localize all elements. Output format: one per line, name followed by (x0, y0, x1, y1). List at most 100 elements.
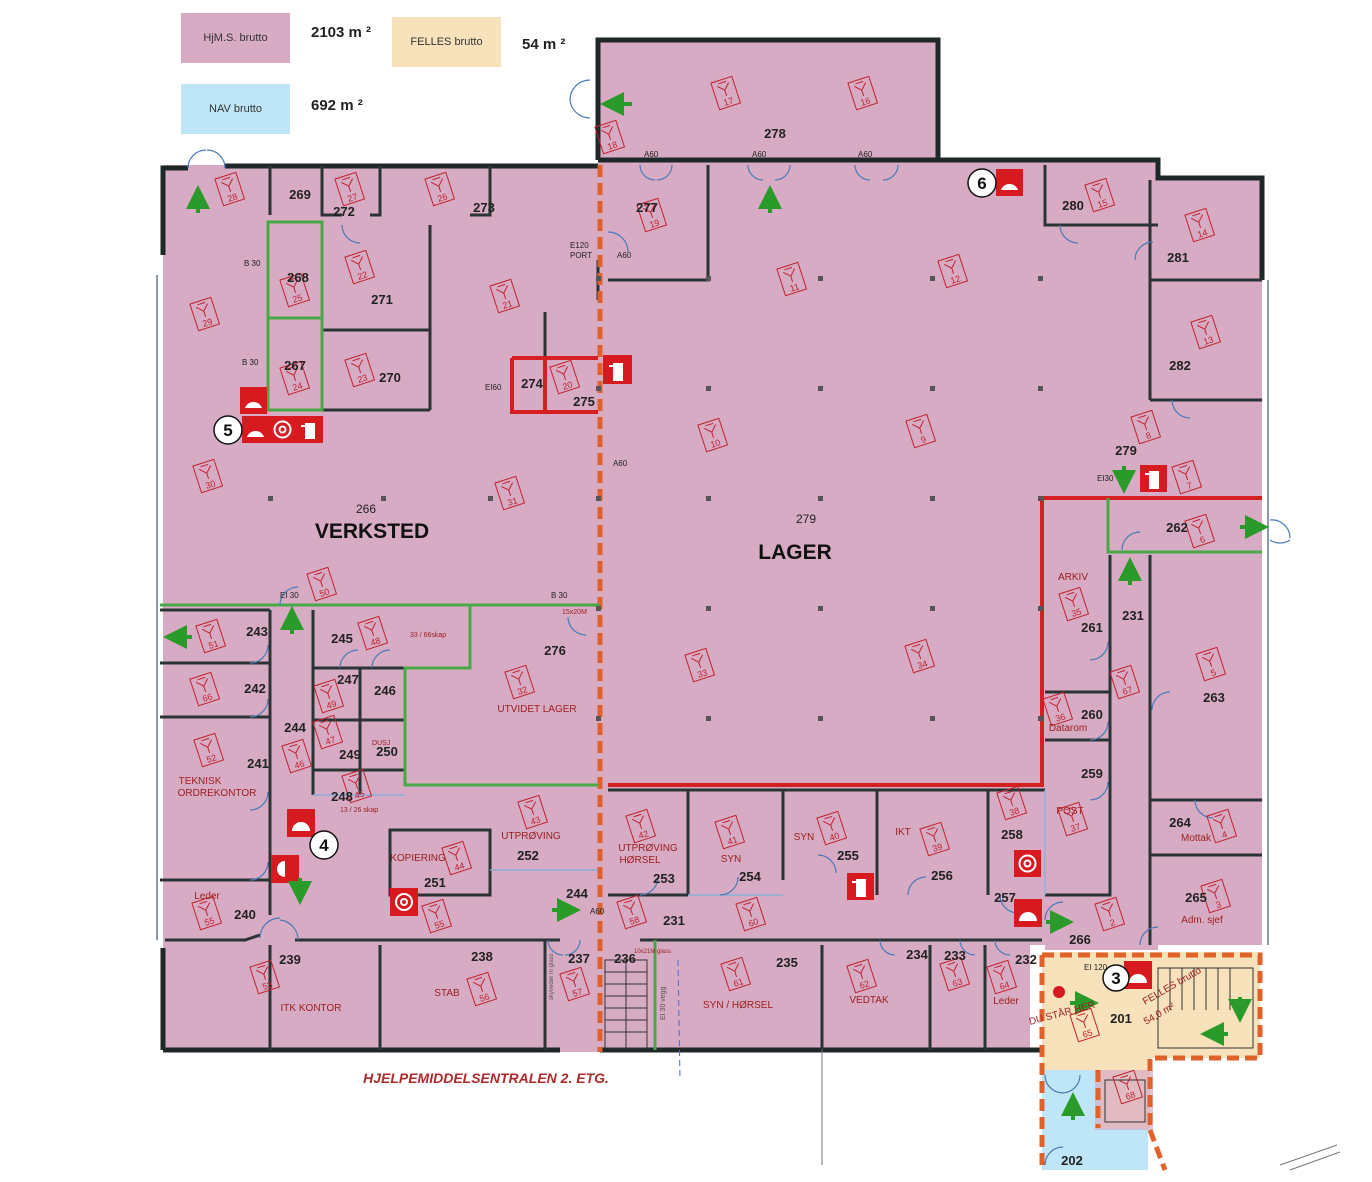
legend-nav-label: NAV brutto (209, 103, 262, 115)
room-label-arkiv: ARKIV (1058, 572, 1088, 583)
room-number: 267 (284, 358, 306, 373)
extinguisher-number: 60 (747, 916, 760, 929)
legend-felles-label: FELLES brutto (410, 36, 483, 48)
extinguisher-icon: 12 (937, 253, 969, 289)
extinguisher-number: 28 (226, 191, 239, 204)
room-label-itk: ITK KONTOR (281, 1003, 342, 1014)
extinguisher-icon: 44 (441, 840, 473, 876)
zone-marker-3 (1102, 964, 1130, 992)
room-label-utproving-horsel: HØRSEL (619, 855, 661, 866)
extinguisher-number: 21 (501, 298, 514, 311)
extinguisher-number: 12 (949, 273, 962, 286)
extinguisher-number: 50 (318, 586, 331, 599)
annotation: EI 120 (1084, 963, 1108, 972)
extinguisher-number: 44 (453, 860, 466, 873)
extinguisher-number: 14 (1196, 227, 1209, 240)
extinguisher-icon: 63 (939, 956, 971, 992)
annotation: 10x21M glass (634, 949, 671, 955)
structural-column (488, 496, 493, 501)
structural-column (1038, 386, 1043, 391)
extinguisher-number: 26 (436, 191, 449, 204)
room-number: 266 (1069, 932, 1091, 947)
structural-column (706, 496, 711, 501)
room-number: 255 (837, 848, 859, 863)
room-label-teknisk: ORDREKONTOR (178, 788, 257, 799)
room-number: 281 (1167, 250, 1189, 265)
extinguisher-number: 38 (1008, 805, 1021, 818)
extinguisher-number: 19 (648, 217, 661, 230)
room-number: 280 (1062, 198, 1084, 213)
zone-markers: 5 6 4 3 (213, 168, 1130, 992)
structural-column (268, 496, 273, 501)
extinguisher-icon: 17 (710, 75, 742, 111)
room-number: 235 (776, 955, 798, 970)
extinguisher-number: 47 (324, 734, 337, 747)
extinguisher-number: 5 (1210, 667, 1218, 678)
fire-wall-red (510, 356, 1262, 787)
doors (187, 79, 1291, 1166)
extinguisher-icon: 67 (1109, 664, 1141, 700)
extinguisher-icon: 14 (1184, 207, 1216, 243)
extinguisher-number: 52 (205, 752, 218, 765)
extinguisher-number: 20 (561, 379, 574, 392)
structural-column (596, 716, 601, 721)
extinguisher-icon: 6 (1184, 513, 1216, 549)
extinguisher-number: 40 (828, 830, 841, 843)
room-number: 269 (289, 187, 311, 202)
room-number: 279 (796, 512, 816, 526)
room-number: 263 (1203, 690, 1225, 705)
extinguisher-icon: 16 (847, 75, 879, 111)
extinguisher-icon: 68 (1112, 1069, 1144, 1105)
structural-column (930, 606, 935, 611)
extinguisher-icon: 7 (1171, 459, 1203, 495)
zone-marker-6-label: 6 (977, 174, 986, 193)
extinguisher-number: 56 (478, 991, 491, 1004)
structural-column (596, 276, 601, 281)
extinguisher-icon: 37 (1057, 801, 1089, 837)
extinguisher-icon: 4 (1206, 808, 1238, 844)
room-number: 258 (1001, 827, 1023, 842)
extinguisher-number: 18 (606, 139, 619, 152)
extinguisher-icon: 25 (279, 272, 311, 308)
room-number: 282 (1169, 358, 1191, 373)
room-number: 246 (374, 683, 396, 698)
room-number: 247 (337, 672, 359, 687)
extinguisher-number: 10 (709, 437, 722, 450)
extinguisher-icon: 8 (1130, 409, 1162, 445)
room-number: 273 (473, 200, 495, 215)
room-numbers: 269 272 273 268 271 267 270 274 275 266 … (234, 126, 1225, 1168)
extinguisher-number: 4 (1221, 829, 1229, 840)
extinguisher-number: 13 (1202, 334, 1215, 347)
room-number: 272 (333, 204, 355, 219)
extinguisher-number: 33 (696, 667, 709, 680)
structural-column (818, 606, 823, 611)
room-number: 278 (764, 126, 786, 141)
room-number: 239 (279, 952, 301, 967)
zone-marker-4-label: 4 (319, 836, 329, 855)
annotation: E120 (570, 241, 589, 250)
zone-marker-3-label: 3 (1111, 969, 1120, 988)
extinguisher-icon: 2 (1094, 896, 1126, 932)
extinguisher-icon: 48 (357, 615, 389, 651)
extinguisher-number: 49 (325, 698, 338, 711)
room-number: 238 (471, 949, 493, 964)
stair-201 (1104, 967, 1254, 1123)
room-number: 271 (371, 292, 393, 307)
room-number: 266 (356, 502, 376, 516)
extinguisher-icon: 10 (697, 417, 729, 453)
structural-column (381, 496, 386, 501)
extinguisher-icon: 41 (714, 814, 746, 850)
room-number: 274 (521, 376, 543, 391)
structural-column (930, 386, 935, 391)
zone-marker-5-label: 5 (223, 421, 232, 440)
extinguisher-icon: 38 (996, 785, 1028, 821)
extinguisher-number: 61 (732, 976, 745, 989)
extinguisher-icon: 46 (281, 738, 313, 774)
extinguisher-icon: 27 (334, 171, 366, 207)
annotation: PORT (570, 251, 592, 260)
room-label-utvidet: UTVIDET LAGER (497, 704, 576, 715)
extinguisher-number: 58 (628, 914, 641, 927)
room-label-leder: Leder (194, 891, 220, 902)
structural-column (818, 276, 823, 281)
room-label-ikt: IKT (895, 827, 911, 838)
